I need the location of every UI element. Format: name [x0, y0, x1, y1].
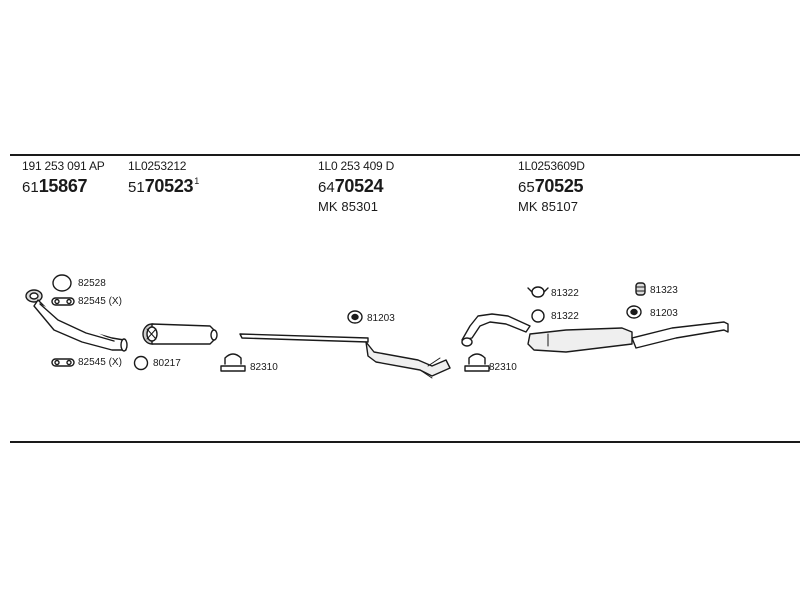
mounting-kit-number: MK 85301 [318, 199, 379, 214]
part-rear-silencer: 1L0253609D 6570525 MK 85107 [518, 160, 585, 213]
part-front-pipe: 191 253 091 AP 6115867 [22, 160, 105, 196]
u-clamp-82310b-icon [464, 353, 490, 372]
part-catalyst: 1L0253212 51705231 [128, 160, 199, 196]
ring-82528-icon [52, 274, 72, 292]
label-81323: 81323 [650, 285, 678, 296]
catalyst [142, 323, 218, 345]
label-82545-top: 82545 (X) [78, 296, 122, 307]
part-number: 6570525 [518, 176, 584, 196]
bottom-divider [10, 441, 800, 443]
label-82545-bottom: 82545 (X) [78, 357, 122, 368]
part-number: 6470524 [318, 176, 384, 196]
rear-silencer [461, 313, 729, 353]
top-divider [10, 154, 800, 156]
label-81203-right: 81203 [650, 308, 678, 319]
label-80217: 80217 [153, 358, 181, 369]
clamp-82545b-icon [51, 358, 75, 367]
hanger-81203b-icon [626, 305, 642, 319]
mounting-kit-number: MK 85107 [518, 199, 579, 214]
oe-number: 1L0253609D [518, 159, 585, 173]
label-82310-left: 82310 [250, 362, 278, 373]
part-middle-silencer: 1L0 253 409 D 6470524 MK 85301 [318, 160, 394, 213]
label-81322-bottom: 81322 [551, 311, 579, 322]
label-82528: 82528 [78, 278, 106, 289]
label-81322-top: 81322 [551, 288, 579, 299]
part-number: 6115867 [22, 176, 88, 196]
oe-number: 1L0 253 409 D [318, 159, 395, 173]
part-number: 51705231 [128, 176, 200, 196]
middle-silencer [239, 333, 451, 379]
u-clamp-82310a-icon [220, 353, 246, 372]
bump-stop-81323-icon [635, 282, 646, 296]
ring-80217-icon [133, 355, 149, 371]
hanger-81203a-icon [347, 310, 363, 324]
hanger-81322a-icon [527, 286, 549, 298]
front-pipe [25, 289, 128, 352]
oe-number: 191 253 091 AP [22, 159, 105, 173]
clamp-82545a-icon [51, 297, 75, 306]
label-81203-left: 81203 [367, 313, 395, 324]
label-82310-right: 82310 [489, 362, 517, 373]
hanger-81322b-icon [531, 309, 545, 323]
oe-number: 1L0253212 [128, 159, 187, 173]
